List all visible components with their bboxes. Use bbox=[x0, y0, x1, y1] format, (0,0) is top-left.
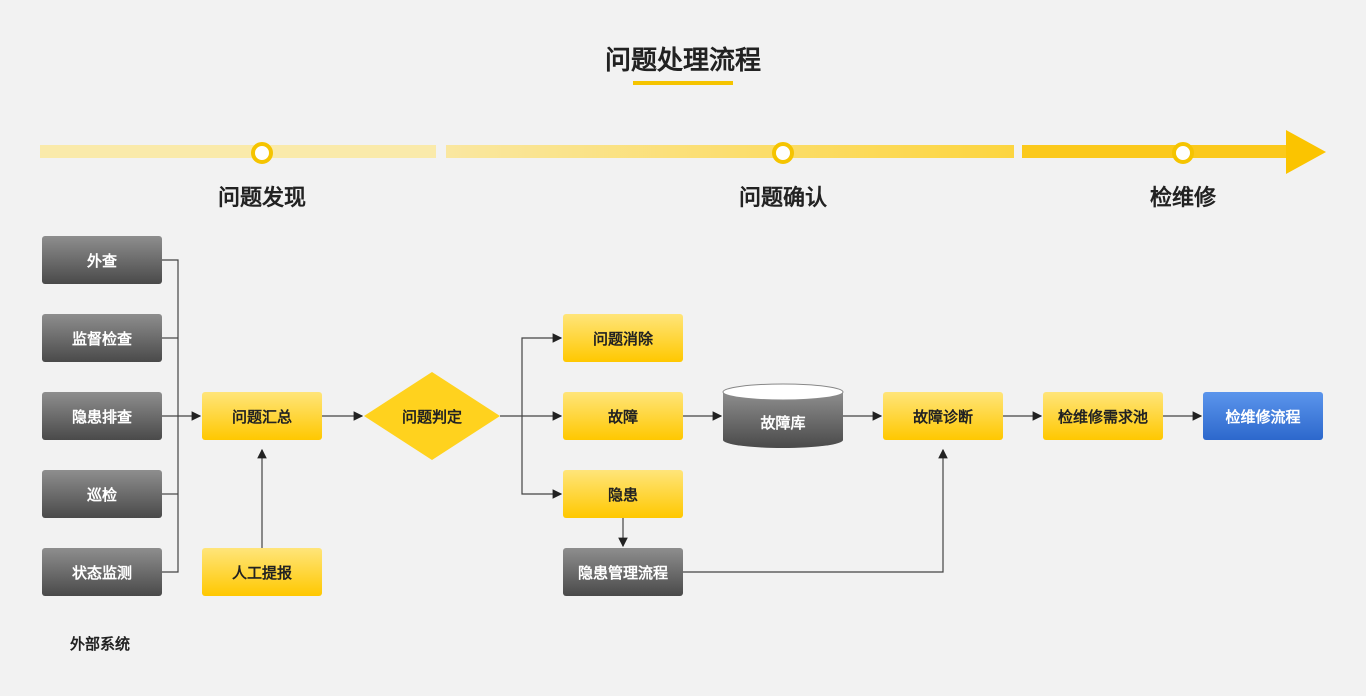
phase-marker bbox=[251, 142, 273, 164]
timeline-segment-1 bbox=[40, 145, 436, 158]
timeline-arrow-icon bbox=[1286, 130, 1326, 174]
repair-flow-box[interactable]: 检维修流程 bbox=[1203, 392, 1323, 440]
fault-db-cylinder bbox=[722, 383, 844, 448]
hazard-flow-box[interactable]: 隐患管理流程 bbox=[563, 548, 683, 596]
external-source-box[interactable]: 状态监测 bbox=[42, 548, 162, 596]
phase-label: 问题发现 bbox=[217, 186, 306, 211]
title-underline bbox=[633, 81, 733, 85]
external-source-box[interactable]: 隐患排查 bbox=[42, 392, 162, 440]
manual-report-box[interactable]: 人工提报 bbox=[202, 548, 322, 596]
page-title: 问题处理流程 bbox=[604, 46, 761, 76]
hazard-box[interactable]: 隐患 bbox=[563, 470, 683, 518]
external-system-label: 外部系统 bbox=[70, 635, 131, 653]
problem-judge-label[interactable]: 问题判定 bbox=[401, 407, 462, 426]
judge-diamond bbox=[364, 372, 500, 460]
fault-box[interactable]: 故障 bbox=[563, 392, 683, 440]
problem-summary-box[interactable]: 问题汇总 bbox=[202, 392, 322, 440]
external-source-box[interactable]: 监督检查 bbox=[42, 314, 162, 362]
phase-marker bbox=[1172, 142, 1194, 164]
fault-diagnosis-box[interactable]: 故障诊断 bbox=[883, 392, 1003, 440]
timeline-segment-2 bbox=[446, 145, 1014, 158]
external-source-box[interactable]: 巡检 bbox=[42, 470, 162, 518]
fault-db-label[interactable]: 故障库 bbox=[760, 413, 806, 432]
timeline-segment-3 bbox=[1022, 145, 1292, 158]
phase-label: 问题确认 bbox=[738, 186, 827, 211]
phase-label: 检维修 bbox=[1149, 186, 1216, 211]
phase-marker bbox=[772, 142, 794, 164]
repair-demand-pool-box[interactable]: 检维修需求池 bbox=[1043, 392, 1163, 440]
external-source-box[interactable]: 外查 bbox=[42, 236, 162, 284]
problem-eliminate-box[interactable]: 问题消除 bbox=[563, 314, 683, 362]
